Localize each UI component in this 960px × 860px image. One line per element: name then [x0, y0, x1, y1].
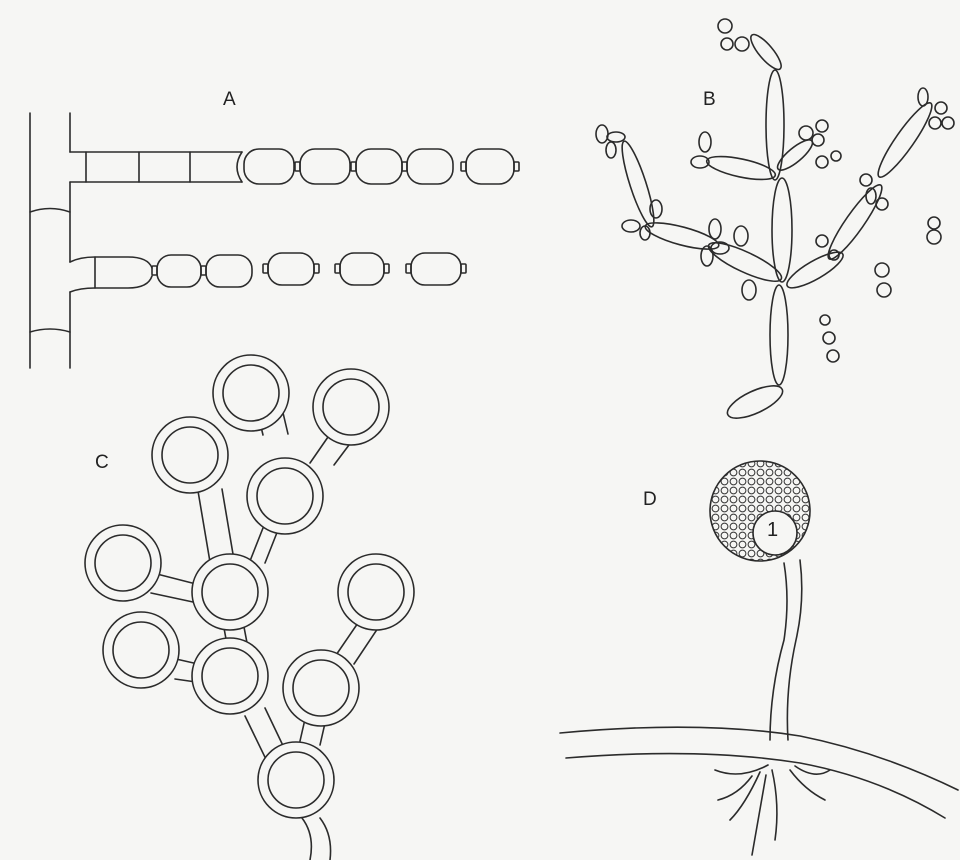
panel-d-drawing — [560, 461, 958, 855]
panel-label-d: D — [643, 489, 657, 511]
structure-number-1: 1 — [767, 519, 778, 542]
panel-b-drawing — [596, 19, 954, 425]
panel-label-c: C — [95, 452, 109, 474]
panel-a-drawing — [30, 113, 519, 368]
panel-c-drawing — [85, 355, 414, 860]
panel-label-a: A — [223, 89, 236, 111]
panel-label-b: B — [703, 89, 716, 111]
